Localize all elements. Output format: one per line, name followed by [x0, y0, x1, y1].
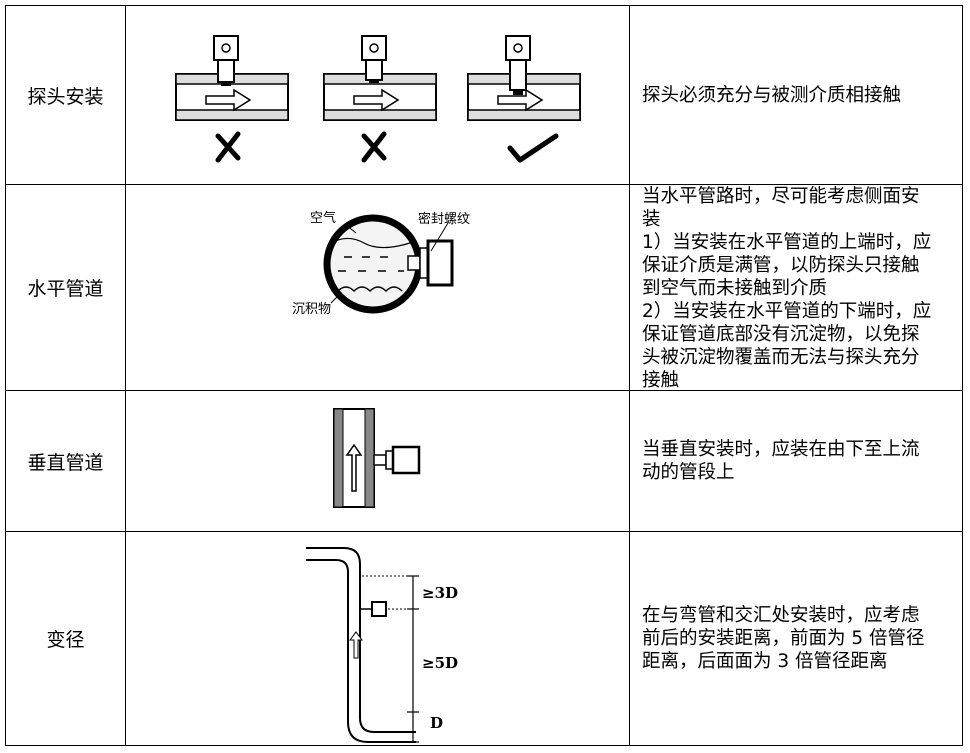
row-label-text: 探头安装: [27, 85, 104, 108]
pipe-figure-2: [323, 35, 437, 121]
check-mark-icon: [507, 133, 559, 163]
row-label-vertical-pipe: 垂直管道: [5, 390, 126, 532]
pipe-figure-3: [467, 35, 581, 121]
figure-vertical-pipe: [125, 390, 630, 532]
row-label-text: 垂直管道: [27, 451, 104, 474]
row-desc-reducer: 在与弯管和交汇处安装时，应考虑 前后的安装距离，前面为 5 倍管径 距离，后面面…: [629, 531, 963, 746]
row-desc-text: 当垂直安装时，应装在由下至上流 动的管段上: [642, 439, 920, 483]
row-desc-vertical-pipe: 当垂直安装时，应装在由下至上流 动的管段上: [629, 390, 963, 532]
air-label: 空气: [310, 210, 336, 226]
row-label-horizontal-pipe: 水平管道: [5, 184, 126, 391]
figure-reducer: ≥3D ≥5D D: [125, 531, 630, 746]
installation-table: 探头安装: [5, 5, 963, 746]
seal-thread-label: 密封螺纹: [418, 211, 470, 227]
row-label-probe-install: 探头安装: [5, 5, 126, 185]
sediment-label: 沉积物: [292, 302, 331, 317]
dim-upper-label: ≥3D: [422, 584, 458, 602]
figure-horizontal-pipe: 空气 密封螺纹 沉积物: [125, 184, 630, 391]
wrong-mark-icon: [215, 131, 241, 163]
row-desc-probe-install: 探头必须充分与被测介质相接触: [629, 5, 963, 185]
dim-diameter-label: D: [430, 714, 443, 732]
row-desc-horizontal-pipe: 当水平管路时，尽可能考虑侧面安 装 1）当安装在水平管道的上端时，应 保证介质是…: [629, 184, 963, 391]
row-label-text: 水平管道: [27, 278, 104, 300]
row-desc-text: 在与弯管和交汇处安装时，应考虑 前后的安装距离，前面为 5 倍管径 距离，后面面…: [642, 605, 925, 672]
row-desc-text: 当水平管路时，尽可能考虑侧面安 装 1）当安装在水平管道的上端时，应 保证介质是…: [642, 186, 932, 391]
row-desc-text: 探头必须充分与被测介质相接触: [642, 84, 902, 106]
row-label-reducer: 变径: [5, 531, 126, 746]
dim-lower-label: ≥5D: [422, 654, 458, 672]
wrong-mark-icon: [361, 131, 387, 163]
figure-probe-install: [125, 5, 630, 185]
pipe-figure-1: [175, 35, 289, 121]
row-label-text: 变径: [46, 629, 85, 651]
